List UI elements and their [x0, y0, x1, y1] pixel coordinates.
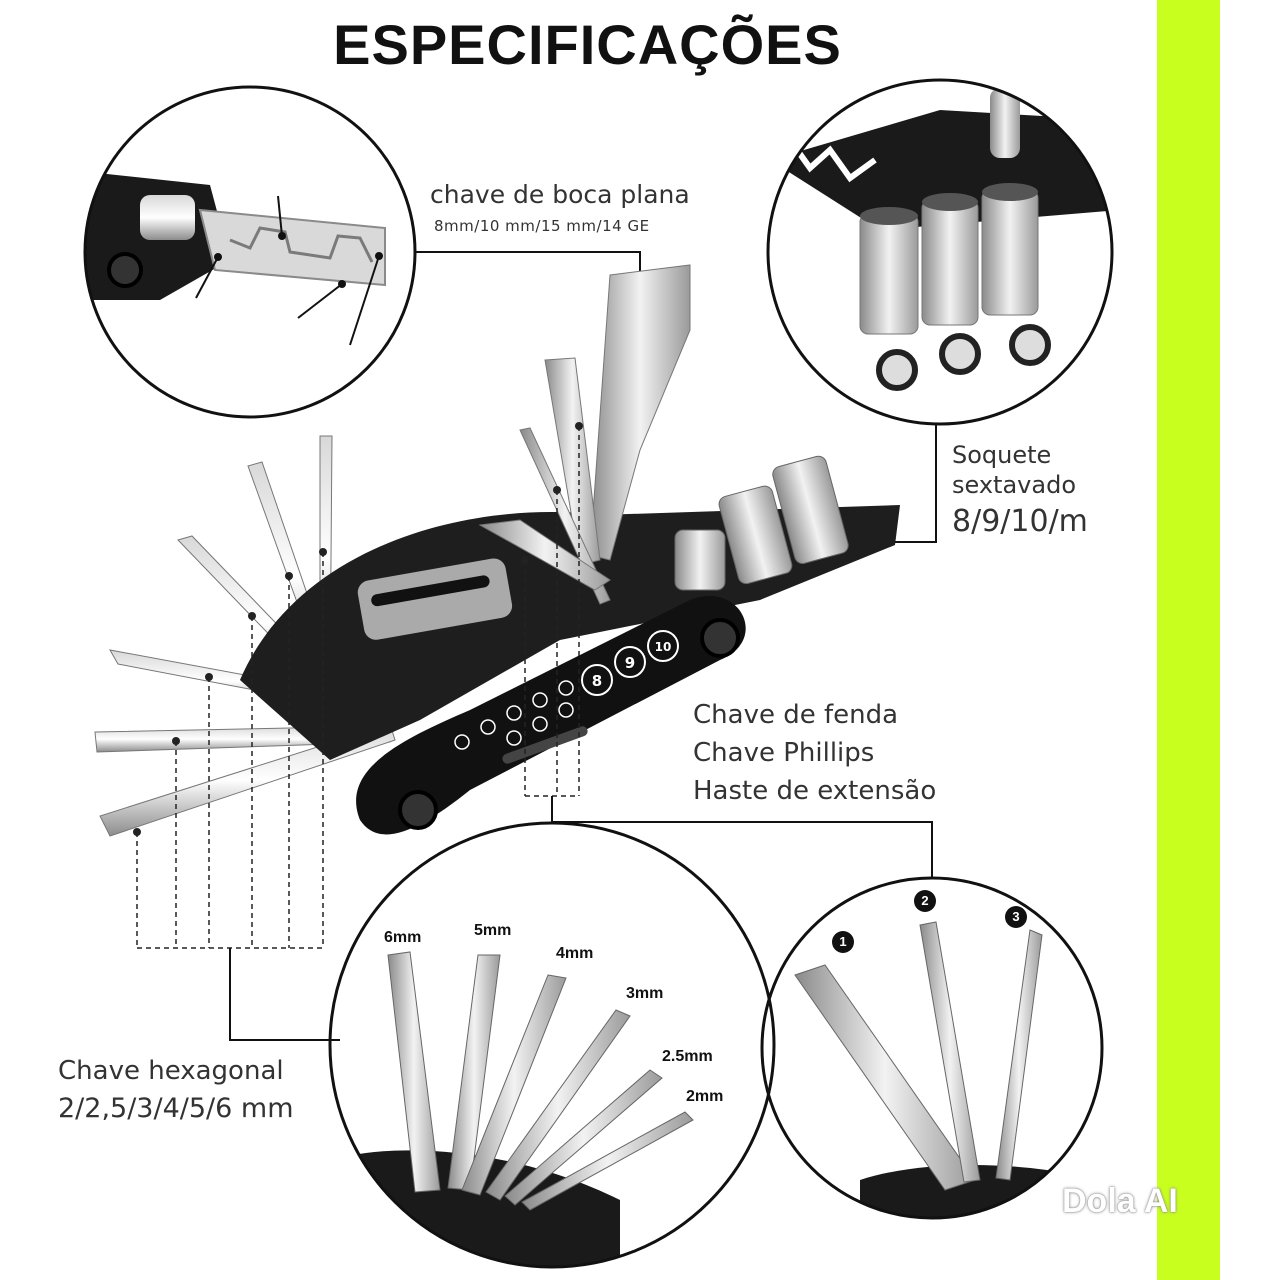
hex-size-2-5mm: 2.5mm [662, 1048, 713, 1065]
driver-leader-line [551, 796, 933, 878]
flat-wrench-detail [83, 85, 417, 419]
page-title: ESPECIFICAÇÕES [333, 13, 842, 76]
driver-badge-1: 1 [832, 931, 854, 953]
hex-key-sizes: 2/2,5/3/4/5/6 mm [58, 1093, 294, 1124]
accent-stripe [1157, 0, 1220, 1280]
hex-size-6mm: 6mm [384, 929, 422, 946]
body-number-9: 9 [625, 654, 635, 672]
drivers-detail [760, 876, 1104, 1220]
body-number-8: 8 [592, 672, 602, 690]
socket-label-line1: Soquete [952, 441, 1052, 469]
watermark: Dola AI [1062, 1182, 1178, 1220]
socket-detail [766, 78, 1114, 426]
body-number-10: 10 [655, 640, 672, 654]
hex-size-3mm: 3mm [626, 985, 664, 1002]
socket-leader-line [880, 425, 937, 543]
hex-keys-detail [328, 821, 776, 1269]
socket-sizes: 8/9/10/m [952, 504, 1088, 539]
flat-wrench-sizes: 8mm/10 mm/15 mm/14 GE [434, 217, 650, 235]
socket-label-line2: sextavado [952, 471, 1076, 499]
flat-wrench-leader-line [415, 251, 641, 280]
hex-key-label: Chave hexagonal [58, 1056, 284, 1086]
hex-size-2mm: 2mm [686, 1088, 724, 1105]
screwdriver-label-line1: Chave de fenda [693, 700, 899, 730]
flat-wrench-label: chave de boca plana [430, 180, 690, 209]
hex-leader-line [229, 948, 340, 1041]
hex-size-5mm: 5mm [474, 922, 512, 939]
hex-size-4mm: 4mm [556, 945, 594, 962]
driver-badge-2: 2 [914, 890, 936, 912]
screwdriver-label-line3: Haste de extensão [693, 776, 937, 806]
multitool-main: 8 9 10 [94, 264, 900, 837]
hex-key-leader-lines [136, 426, 580, 949]
driver-badge-3: 3 [1005, 906, 1027, 928]
screwdriver-label-line2: Chave Phillips [693, 738, 875, 768]
